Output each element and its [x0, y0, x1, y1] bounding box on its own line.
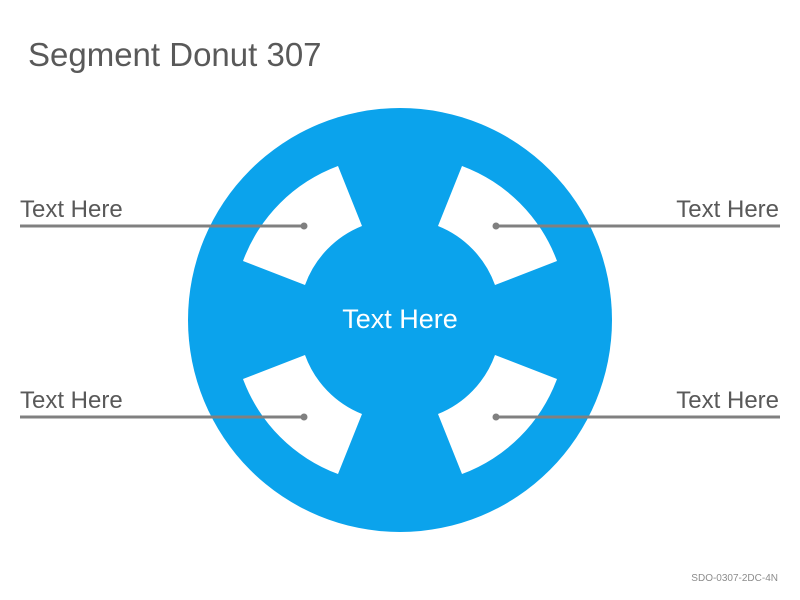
callout-label-top-left: Text Here	[20, 196, 123, 223]
leader-dot-top-left	[300, 222, 308, 230]
footer-code: SDO-0307-2DC-4N	[691, 573, 778, 584]
leader-dot-bottom-right	[492, 413, 500, 421]
leader-dot-bottom-left	[300, 413, 308, 421]
callout-label-bottom-right: Text Here	[676, 387, 779, 414]
callout-label-top-right: Text Here	[676, 196, 779, 223]
center-label: Text Here	[342, 304, 458, 334]
slide-title: Segment Donut 307	[28, 36, 322, 73]
leader-dot-top-right	[492, 222, 500, 230]
callout-label-bottom-left: Text Here	[20, 387, 123, 414]
